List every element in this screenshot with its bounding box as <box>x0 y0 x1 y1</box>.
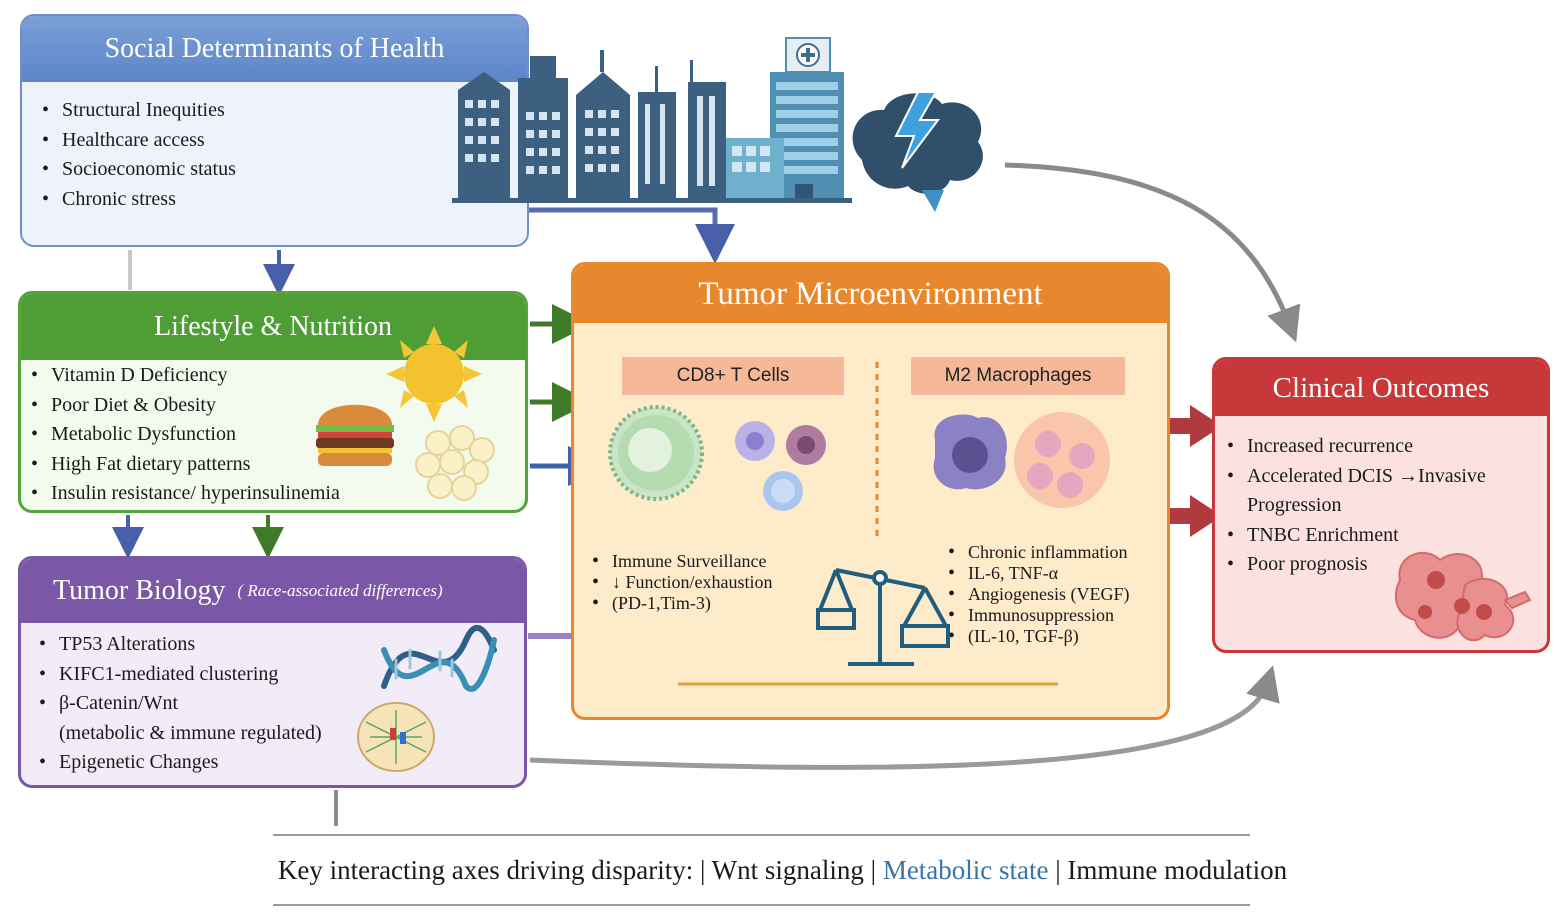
clinical-outcomes-box: Clinical Outcomes Increased recurrence A… <box>1212 357 1550 653</box>
footer-metabolic: Metabolic state <box>882 855 1049 885</box>
list-item: Increased recurrence <box>1221 432 1486 462</box>
biology-list: TP53 Alterations KIFC1-mediated clusteri… <box>33 630 322 778</box>
list-item: Healthcare access <box>36 126 236 156</box>
cd8-note: (PD-1,Tim-3) <box>612 593 711 613</box>
list-item: Socioeconomic status <box>36 155 236 185</box>
list-item: Epigenetic Changes <box>33 748 322 778</box>
wnt-note: (metabolic & immune regulated) <box>59 721 322 744</box>
list-item: Immunosuppression <box>942 605 1129 626</box>
arrow-tme-to-clinical-1 <box>1158 405 1222 447</box>
biology-header: Tumor Biology ( Race-associated differen… <box>21 559 524 623</box>
dcis-label: Accelerated DCIS →Invasive <box>1247 464 1486 487</box>
lifestyle-nutrition-box: Lifestyle & Nutrition Vitamin D Deficien… <box>18 291 528 513</box>
lifestyle-list: Vitamin D Deficiency Poor Diet & Obesity… <box>25 361 340 509</box>
list-item: Immune Surveillance <box>586 551 773 572</box>
sdh-list: Structural Inequities Healthcare access … <box>36 96 236 214</box>
list-item: High Fat dietary patterns <box>25 450 340 480</box>
lifestyle-title: Lifestyle & Nutrition <box>21 294 525 360</box>
clinical-title: Clinical Outcomes <box>1215 360 1547 416</box>
list-item: Insulin resistance/ hyperinsulinemia <box>25 479 340 509</box>
list-item: Chronic inflammation <box>942 542 1129 563</box>
cd8-list: Immune Surveillance ↓ Function/exhaustio… <box>586 551 773 614</box>
list-item: Chronic stress <box>36 185 236 215</box>
list-item: Vitamin D Deficiency <box>25 361 340 391</box>
footer-rule-bottom <box>273 904 1250 906</box>
list-item: β-Catenin/Wnt (metabolic & immune regulat… <box>33 689 322 748</box>
list-item: Metabolic Dysfunction <box>25 420 340 450</box>
tumor-biology-box: Tumor Biology ( Race-associated differen… <box>18 556 527 788</box>
dcis-cont: Progression <box>1247 494 1342 516</box>
footer-caption: Key interacting axes driving disparity: … <box>0 855 1565 886</box>
list-item: Poor Diet & Obesity <box>25 391 340 421</box>
arrow-stress-to-clinical <box>1004 162 1301 343</box>
list-item: IL-6, TNF-α <box>942 563 1129 584</box>
social-determinants-box: Social Determinants of Health Structural… <box>20 14 529 247</box>
m2-list: Chronic inflammation IL-6, TNF-α Angioge… <box>942 542 1129 647</box>
arrow-city-to-tme <box>475 207 735 264</box>
tumor-microenvironment-box: Tumor Microenvironment CD8+ T Cells M2 M… <box>571 262 1170 720</box>
biology-title: Tumor Biology <box>53 575 226 606</box>
list-item: (PD-1,Tim-3) <box>586 593 773 614</box>
list-item: Angiogenesis (VEGF) <box>942 584 1129 605</box>
list-item: KIFC1-mediated clustering <box>33 660 322 690</box>
clinical-list: Increased recurrence Accelerated DCIS →I… <box>1221 432 1486 580</box>
m2-note: (IL-10, TGF-β) <box>968 626 1079 646</box>
footer-rule-top <box>273 834 1250 836</box>
biology-subtitle: ( Race-associated differences) <box>237 581 443 600</box>
cd8-t-cells-label: CD8+ T Cells <box>622 357 844 395</box>
footer-prefix: Key interacting axes driving disparity: … <box>277 855 883 885</box>
wnt-label: β-Catenin/Wnt <box>59 692 179 714</box>
footer-suffix: | Immune modulation <box>1048 855 1288 885</box>
m2-macrophages-label: M2 Macrophages <box>911 357 1125 395</box>
tme-title: Tumor Microenvironment <box>574 265 1167 323</box>
list-item: ↓ Function/exhaustion <box>586 572 773 593</box>
list-item: TNBC Enrichment <box>1221 521 1486 551</box>
list-item: Structural Inequities <box>36 96 236 126</box>
list-item: TP53 Alterations <box>33 630 322 660</box>
arrow-biology-to-clinical <box>529 665 1280 770</box>
list-item: (IL-10, TGF-β) <box>942 626 1129 647</box>
sdh-title: Social Determinants of Health <box>22 16 527 82</box>
list-item: Poor prognosis <box>1221 550 1486 580</box>
arrow-tme-to-clinical-2 <box>1158 495 1222 537</box>
